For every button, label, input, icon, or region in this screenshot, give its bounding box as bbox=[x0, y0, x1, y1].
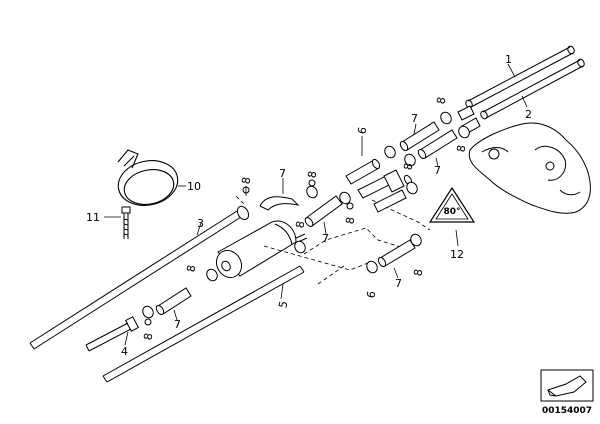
small-clamps bbox=[142, 111, 470, 326]
warning-triangle-icon: 80° bbox=[428, 186, 476, 247]
fuel-line-2 bbox=[480, 58, 585, 120]
callout-8i: 8 bbox=[454, 144, 468, 153]
hose-section-7a bbox=[259, 178, 300, 211]
hose-clamp-10 bbox=[117, 149, 186, 206]
callout-8h: 8 bbox=[434, 96, 448, 105]
callout-7c: 7 bbox=[174, 318, 181, 331]
callout-8j: 8 bbox=[401, 162, 415, 171]
callout-7d: 7 bbox=[395, 277, 402, 290]
fuel-filter bbox=[215, 220, 308, 279]
callout-8e: 8 bbox=[293, 220, 307, 229]
fuel-tank bbox=[468, 122, 591, 214]
callout-12: 12 bbox=[450, 248, 464, 261]
callout-6b: 6 bbox=[364, 290, 378, 299]
callout-8g: 8 bbox=[411, 268, 425, 277]
callout-11: 11 bbox=[86, 211, 100, 224]
callout-8b: 8 bbox=[305, 170, 319, 179]
callout-10: 10 bbox=[187, 180, 201, 193]
routing-dashed-lines bbox=[235, 195, 431, 285]
callout-6a: 6 bbox=[355, 126, 369, 135]
branch-pipe-assembly bbox=[345, 136, 413, 213]
callout-7e: 7 bbox=[411, 112, 418, 125]
fuel-line-5 bbox=[102, 265, 305, 383]
callout-3: 3 bbox=[197, 217, 204, 230]
hose-section-7f bbox=[417, 129, 458, 167]
hose-section-7e bbox=[399, 121, 440, 152]
callout-7b: 7 bbox=[322, 232, 329, 245]
bolt-11 bbox=[104, 206, 131, 239]
leader-lines-lower bbox=[124, 222, 284, 346]
callout-8d: 8 bbox=[184, 264, 198, 273]
callout-4: 4 bbox=[121, 345, 128, 358]
callout-7f: 7 bbox=[434, 164, 441, 177]
warning-symbol-text: 80° bbox=[443, 207, 460, 217]
reference-number: 00154007 bbox=[542, 406, 592, 416]
callout-8a: 8 bbox=[239, 176, 253, 185]
callout-labels: 1 2 3 4 5 6 6 7 7 7 7 7 7 8 8 8 8 8 8 8 … bbox=[86, 53, 532, 358]
callout-8f: 8 bbox=[141, 332, 155, 341]
part-symbol-icon bbox=[540, 369, 594, 402]
fuel-line-1 bbox=[465, 45, 575, 109]
hose-section-7b bbox=[304, 195, 343, 235]
callout-8c: 8 bbox=[343, 216, 357, 225]
callout-5: 5 bbox=[276, 300, 290, 309]
callout-1: 1 bbox=[505, 53, 512, 66]
hose-section-7d bbox=[377, 239, 416, 279]
hose-section-7c bbox=[155, 287, 192, 321]
callout-2: 2 bbox=[525, 108, 532, 121]
fuel-line-4 bbox=[85, 316, 140, 352]
callout-7a: 7 bbox=[279, 167, 286, 180]
